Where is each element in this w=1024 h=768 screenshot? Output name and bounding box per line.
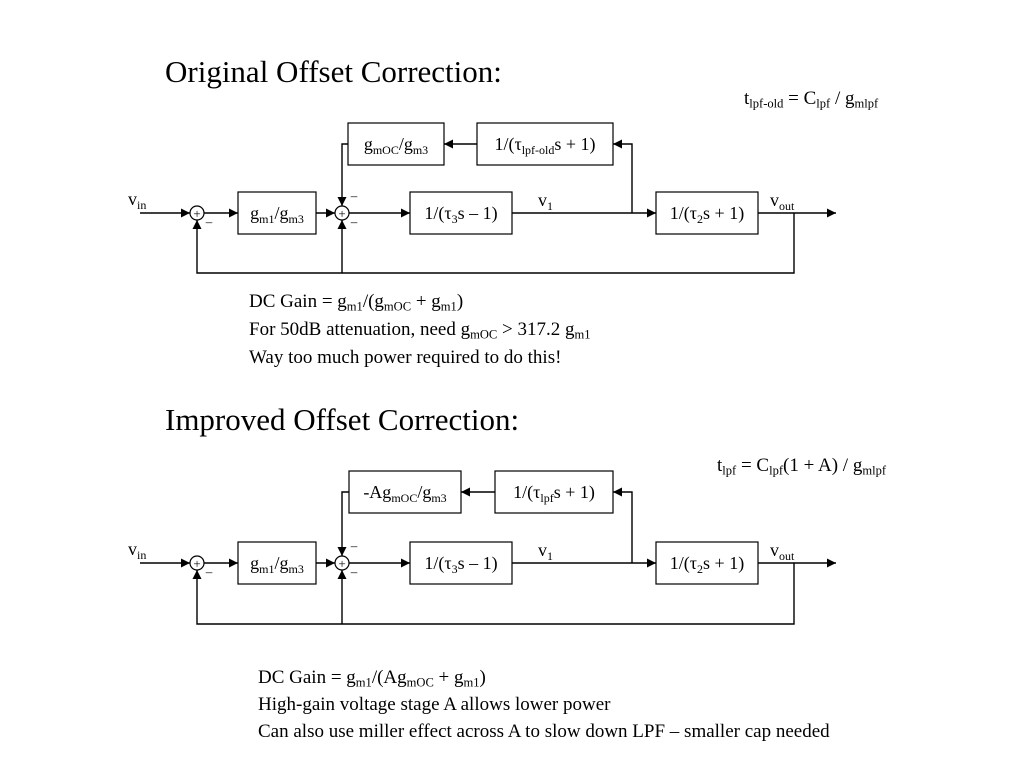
- bottom-wire-tap-lpf: [613, 487, 633, 563]
- bottom-block-feedback-gain-label: -AgmOC/gm3: [363, 482, 446, 505]
- top-block-input-gain-box: [237, 191, 317, 235]
- top-sum-junction-1-sign-0: +: [193, 206, 200, 221]
- bottom-sum-junction-1: [189, 555, 205, 571]
- bottom-block-input-gain-label: gm1/gm3: [250, 553, 304, 576]
- bottom-block-stage1-box: [409, 541, 513, 585]
- bottom-sum-junction-2: [334, 555, 350, 571]
- top-block-feedback-gain-label: gmOC/gm3: [364, 134, 428, 157]
- top-note-dc-gain: DC Gain = gm1/(gmOC + gm1): [249, 291, 464, 314]
- top-wire-out-sum1: [192, 213, 795, 274]
- bottom-sum-junction-1-sign-1: –: [205, 564, 213, 579]
- top-signal-v1: v1: [538, 190, 553, 213]
- bottom-note-lower-power: High-gain voltage stage A allows lower p…: [258, 694, 611, 715]
- top-title: Original Offset Correction:: [165, 54, 502, 89]
- bottom-block-lpf-box: [494, 470, 614, 514]
- top-block-stage1-box: [409, 191, 513, 235]
- bottom-block-input-gain-box: [237, 541, 317, 585]
- bottom-block-feedback-gain-box: [348, 470, 462, 514]
- bottom-signal-vin: vin: [128, 539, 146, 562]
- bottom-wire-out-sum1: [192, 563, 795, 625]
- top-sum-junction-2-sign-0: +: [338, 206, 345, 221]
- top-block-feedback-gain-box: [347, 122, 445, 166]
- bottom-note-miller: Can also use miller effect across A to s…: [258, 721, 830, 742]
- top-block-input-gain-label: gm1/gm3: [250, 203, 304, 226]
- top-note-power: Way too much power required to do this!: [249, 347, 562, 368]
- top-block-lpf-box: [476, 122, 614, 166]
- bottom-sum-junction-2-sign-0: +: [338, 556, 345, 571]
- top-wire-tap-lpf: [613, 139, 633, 213]
- bottom-block-lpf-label: 1/(τlpfs + 1): [513, 482, 595, 505]
- bottom-signal-vout: vout: [770, 540, 795, 563]
- top-note-attenuation: For 50dB attenuation, need gmOC > 317.2 …: [249, 319, 591, 342]
- bottom-sum-junction-2-sign-1: –: [350, 538, 358, 553]
- top-block-stage1-label: 1/(τ3s – 1): [424, 203, 497, 226]
- top-block-lpf-label: 1/(τlpf-olds + 1): [494, 134, 595, 157]
- bottom-tau-formula: tlpf = Clpf(1 + A) / gmlpf: [717, 455, 887, 478]
- top-signal-vout: vout: [770, 190, 795, 213]
- top-sum-junction-1-sign-1: –: [205, 214, 213, 229]
- top-sum-junction-2: [334, 205, 350, 221]
- top-block-stage2-label: 1/(τ2s + 1): [670, 203, 744, 226]
- bottom-note-dc-gain: DC Gain = gm1/(AgmOC + gm1): [258, 667, 486, 690]
- bottom-sum-junction-2-sign-2: –: [350, 564, 358, 579]
- top-signal-vin: vin: [128, 189, 146, 212]
- bottom-block-stage2-label: 1/(τ2s + 1): [670, 553, 744, 576]
- top-block-stage2-box: [655, 191, 759, 235]
- top-sum-junction-2-sign-2: –: [350, 214, 358, 229]
- bottom-sum-junction-1-sign-0: +: [193, 556, 200, 571]
- top-sum-junction-2-sign-1: –: [350, 188, 358, 203]
- bottom-block-stage1-label: 1/(τ3s – 1): [424, 553, 497, 576]
- top-sum-junction-1: [189, 205, 205, 221]
- bottom-signal-v1: v1: [538, 540, 553, 563]
- bottom-block-stage2-box: [655, 541, 759, 585]
- bottom-title: Improved Offset Correction:: [165, 402, 520, 437]
- top-tau-formula: tlpf-old = Clpf / gmlpf: [744, 88, 879, 111]
